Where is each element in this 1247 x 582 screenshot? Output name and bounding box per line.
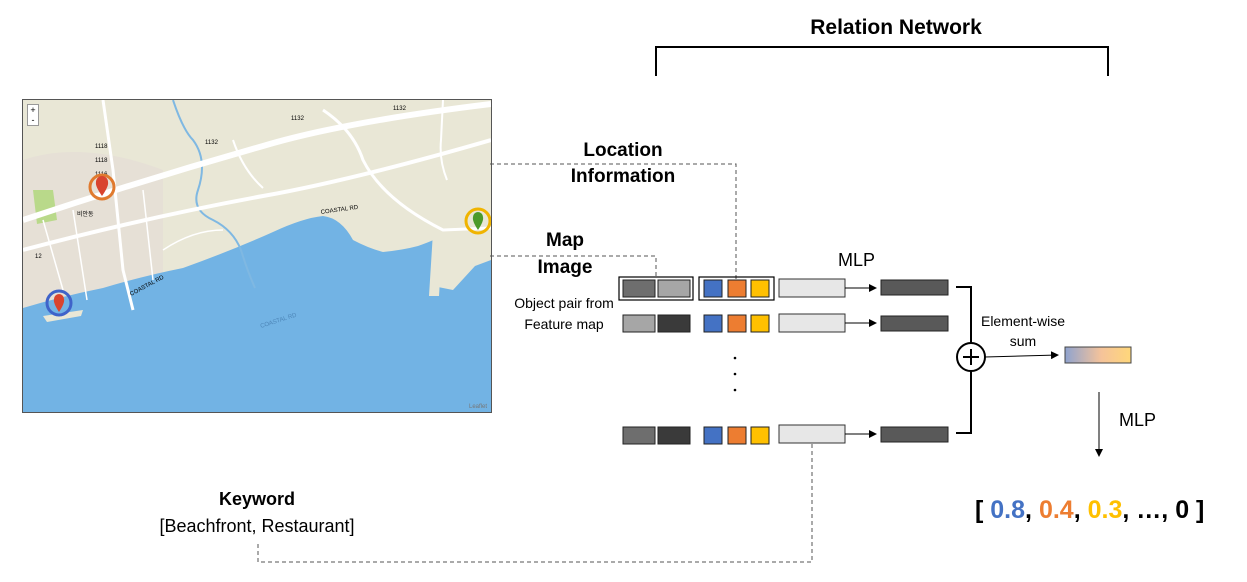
- ellipsis-dot: [733, 372, 737, 376]
- map-image: 1132 1132 1132 1118 1118 1116 12 COASTAL…: [22, 99, 492, 413]
- keyword-connector: [257, 442, 813, 563]
- map-road-label: 1132: [291, 116, 305, 122]
- location-cell-blue: [703, 279, 723, 298]
- feature-cell: [657, 279, 691, 298]
- map-svg: 1132 1132 1132 1118 1118 1116 12 COASTAL…: [23, 100, 491, 412]
- map-image-label: Map Image: [510, 227, 620, 281]
- location-label-line2: Information: [570, 166, 676, 187]
- map-zoom-control[interactable]: + -: [27, 104, 39, 126]
- output-sep-1: ,: [1025, 496, 1039, 524]
- elementwise-label-line1: Element-wise: [980, 313, 1066, 329]
- location-cell-orange: [727, 279, 747, 298]
- map-label-line1: Map: [546, 230, 584, 251]
- location-cell-yellow: [750, 314, 770, 333]
- pair-label-line1: Object pair from: [514, 295, 614, 311]
- map-road-label: 1132: [393, 106, 407, 112]
- mlp-output: [880, 315, 949, 332]
- feature-cell: [622, 426, 656, 445]
- map-second-road: [23, 138, 491, 252]
- map-marker-yellow[interactable]: [464, 207, 491, 235]
- map-local-roads: [42, 189, 224, 301]
- feature-cell: [657, 314, 691, 333]
- concat-vector: [778, 424, 846, 444]
- elementwise-label-line2: sum: [1009, 333, 1037, 349]
- map-main-road: [23, 101, 491, 223]
- keyword-title: Keyword: [218, 489, 296, 509]
- map-credit: Leaflet: [468, 404, 487, 410]
- concat-vector: [778, 278, 846, 298]
- output-close-bracket: ]: [1189, 496, 1205, 524]
- output-value-3: 0.3: [1087, 496, 1123, 524]
- yellow-ring-icon: [464, 207, 491, 235]
- map-road-label: 12: [35, 254, 42, 260]
- map-label-line2: Image: [537, 257, 593, 278]
- map-coastal-road: [322, 108, 491, 232]
- zoom-out-button[interactable]: -: [31, 115, 35, 125]
- sum-arrow: [984, 351, 1059, 360]
- mlp-label-top: MLP: [838, 250, 876, 270]
- orange-ring-icon: [88, 173, 116, 201]
- feature-cell: [622, 279, 656, 298]
- relation-network-bracket: [655, 46, 1109, 76]
- diagram-title: Relation Network: [810, 16, 982, 39]
- output-sep-2: ,: [1073, 496, 1088, 524]
- location-cell-yellow: [750, 426, 770, 445]
- location-information-label: Location Information: [548, 138, 698, 190]
- location-highlight: [698, 276, 775, 301]
- blue-ring-icon: [45, 289, 73, 317]
- feature-cell: [622, 314, 656, 333]
- aggregated-vector: [1064, 346, 1132, 364]
- output-sep-3: ,: [1122, 496, 1137, 524]
- map-road-label: 1118: [95, 158, 108, 164]
- map-pin-icon: [472, 212, 484, 230]
- map-sea: [23, 216, 491, 412]
- map-road-label: 1118: [95, 144, 108, 150]
- output-tail: …, 0: [1136, 496, 1190, 524]
- elementwise-sum-label: Element-wise sum: [968, 311, 1078, 351]
- map-east-road: [439, 100, 448, 181]
- location-cell-orange: [727, 314, 747, 333]
- location-cell-yellow: [750, 279, 770, 298]
- output-value-1: 0.8: [990, 496, 1026, 524]
- map-breakwater: [43, 310, 83, 322]
- map-place-label: 비안동: [77, 210, 94, 218]
- location-connector: [490, 163, 737, 280]
- output-value-2: 0.4: [1038, 496, 1074, 524]
- map-road-label: COASTAL RD: [320, 205, 359, 216]
- output-vector: [ 0.8, 0.4, 0.3, …, 0 ]: [975, 496, 1204, 525]
- location-cell-blue: [703, 314, 723, 333]
- keyword-text: [Beachfront, Restaurant]: [159, 516, 355, 536]
- location-label-line1: Location: [583, 140, 663, 161]
- map-road-label: 1132: [205, 140, 219, 146]
- ellipsis-dot: [733, 388, 737, 392]
- mlp-output: [880, 279, 949, 296]
- map-pin-icon: [95, 176, 109, 196]
- location-cell-orange: [727, 426, 747, 445]
- pair-label-line2: Feature map: [524, 316, 604, 332]
- zoom-in-button[interactable]: +: [30, 105, 36, 115]
- location-cell-blue: [703, 426, 723, 445]
- ellipsis-dot: [733, 356, 737, 360]
- map-north-road: [101, 100, 135, 311]
- map-connector: [490, 255, 657, 278]
- object-pair-highlight: [618, 276, 694, 301]
- mlp-output: [880, 426, 949, 443]
- map-marker-orange[interactable]: [88, 173, 116, 201]
- map-pin-icon: [53, 293, 65, 312]
- mlp-label-right: MLP: [1119, 410, 1157, 430]
- object-pair-label: Object pair from Feature map: [494, 293, 634, 335]
- output-open-bracket: [: [975, 496, 991, 524]
- feature-cell: [657, 426, 691, 445]
- concat-vector: [778, 313, 846, 333]
- map-marker-blue[interactable]: [45, 289, 73, 317]
- map-pier: [429, 230, 443, 296]
- map-side-road-1: [232, 139, 264, 189]
